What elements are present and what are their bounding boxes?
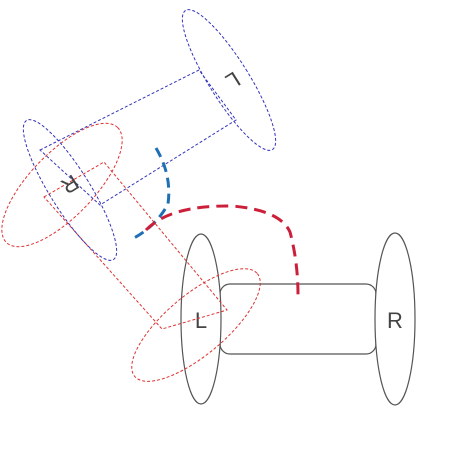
solid-left-ellipse — [180, 233, 222, 405]
red-cylinder-body — [43, 161, 228, 330]
red-dashed-cylinder — [1, 122, 261, 382]
solid-cylinder: L R — [180, 232, 416, 406]
solid-right-ellipse — [374, 232, 416, 406]
blue-left-label: L — [221, 67, 245, 95]
solid-left-label: L — [195, 308, 207, 333]
blue-right-label: R — [57, 170, 84, 200]
blue-cylinder-body — [39, 69, 237, 206]
blue-rotation-path — [129, 147, 171, 242]
solid-right-label: R — [387, 308, 403, 333]
red-rotation-path — [144, 204, 300, 296]
blue-dashed-cylinder — [22, 9, 277, 261]
red-upper-ellipse — [1, 122, 123, 248]
blue-left-ellipse — [22, 119, 118, 261]
blue-right-ellipse — [181, 9, 277, 151]
red-lower-ellipse — [131, 268, 261, 382]
